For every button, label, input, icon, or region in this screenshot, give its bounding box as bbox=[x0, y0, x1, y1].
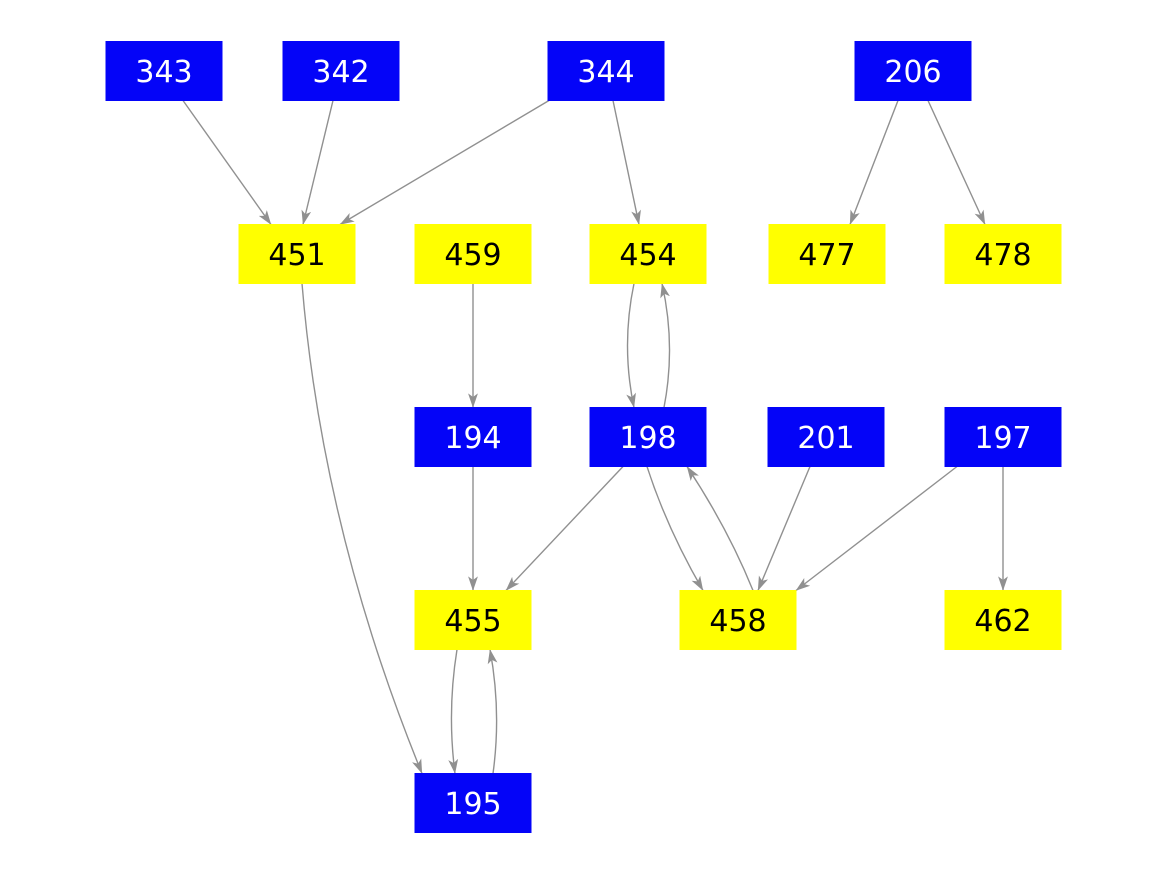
nodes-layer: 343 342 344 206 451 459 454 477 478 194 198 201 197 4… bbox=[105, 41, 1062, 833]
node-478: 478 bbox=[944, 224, 1062, 284]
node-rect-yellow bbox=[679, 590, 797, 650]
node-rect-yellow bbox=[589, 224, 707, 284]
node-label: 455 bbox=[444, 604, 501, 639]
edge-206-477 bbox=[849, 100, 899, 225]
node-451: 451 bbox=[238, 224, 356, 284]
node-201: 201 bbox=[767, 407, 885, 467]
node-rect-yellow bbox=[414, 590, 532, 650]
node-label: 195 bbox=[444, 787, 501, 822]
edge-198-455 bbox=[505, 466, 624, 591]
node-label: 344 bbox=[577, 55, 634, 90]
edge-198-454 bbox=[660, 283, 671, 408]
node-label: 477 bbox=[798, 238, 855, 273]
node-label: 462 bbox=[974, 604, 1031, 639]
edge-344-454 bbox=[612, 100, 641, 225]
edge-458-198 bbox=[686, 466, 754, 591]
node-label: 197 bbox=[974, 421, 1031, 456]
node-rect-blue bbox=[282, 41, 400, 101]
edge-195-455 bbox=[487, 649, 498, 774]
node-label: 451 bbox=[268, 238, 325, 273]
node-label: 454 bbox=[619, 238, 676, 273]
edge-201-458 bbox=[757, 466, 811, 591]
node-195: 195 bbox=[414, 773, 532, 833]
node-342: 342 bbox=[282, 41, 400, 101]
node-rect-blue bbox=[414, 407, 532, 467]
node-462: 462 bbox=[944, 590, 1062, 650]
node-label: 194 bbox=[444, 421, 501, 456]
edge-197-458 bbox=[795, 465, 958, 592]
edge-343-451 bbox=[182, 100, 272, 225]
node-rect-yellow bbox=[768, 224, 886, 284]
node-rect-blue bbox=[105, 41, 223, 101]
node-rect-blue bbox=[547, 41, 665, 101]
node-206: 206 bbox=[854, 41, 972, 101]
edge-455-195 bbox=[448, 649, 459, 774]
node-label: 198 bbox=[619, 421, 676, 456]
node-label: 343 bbox=[135, 55, 192, 90]
node-194: 194 bbox=[414, 407, 532, 467]
node-198: 198 bbox=[589, 407, 707, 467]
node-rect-blue bbox=[414, 773, 532, 833]
node-label: 342 bbox=[312, 55, 369, 90]
node-rect-yellow bbox=[238, 224, 356, 284]
edges-layer bbox=[182, 99, 1008, 774]
node-455: 455 bbox=[414, 590, 532, 650]
node-label: 201 bbox=[797, 421, 854, 456]
edge-198-458 bbox=[646, 466, 704, 591]
edge-344-451 bbox=[339, 99, 550, 226]
edge-454-198 bbox=[626, 283, 636, 408]
node-label: 458 bbox=[709, 604, 766, 639]
node-label: 478 bbox=[974, 238, 1031, 273]
node-rect-yellow bbox=[414, 224, 532, 284]
node-459: 459 bbox=[414, 224, 532, 284]
edge-342-451 bbox=[301, 100, 334, 225]
node-rect-blue bbox=[944, 407, 1062, 467]
node-label: 459 bbox=[444, 238, 501, 273]
node-197: 197 bbox=[944, 407, 1062, 467]
node-rect-blue bbox=[767, 407, 885, 467]
node-477: 477 bbox=[768, 224, 886, 284]
node-344: 344 bbox=[547, 41, 665, 101]
node-rect-yellow bbox=[944, 224, 1062, 284]
node-343: 343 bbox=[105, 41, 223, 101]
node-458: 458 bbox=[679, 590, 797, 650]
node-rect-yellow bbox=[944, 590, 1062, 650]
edge-206-478 bbox=[927, 100, 986, 225]
node-454: 454 bbox=[589, 224, 707, 284]
edge-451-195 bbox=[301, 283, 423, 774]
node-rect-blue bbox=[854, 41, 972, 101]
node-rect-blue bbox=[589, 407, 707, 467]
node-label: 206 bbox=[884, 55, 941, 90]
